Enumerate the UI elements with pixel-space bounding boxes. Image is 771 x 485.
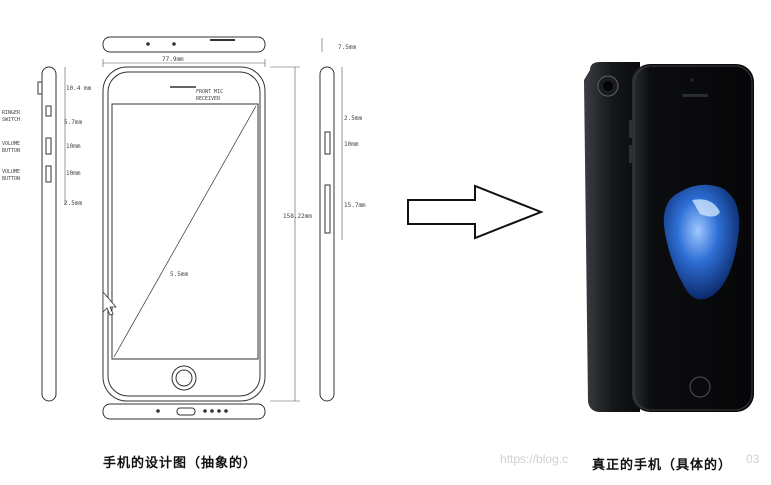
left-dim-4: 10mm: [66, 170, 81, 177]
ringer-label-2: SWITCH: [2, 117, 20, 123]
watermark: https://blog.c: [500, 452, 568, 466]
blueprint-front-view: [102, 66, 266, 402]
left-dim-3: 10mm: [66, 143, 81, 150]
blueprint-right-side-view: [319, 66, 335, 402]
right-dims: 2.5mm 10mm 15.7mm: [341, 67, 366, 240]
watermark-text: https://blog.c: [500, 452, 569, 466]
screen-diag-label: 5.5mm: [170, 271, 188, 278]
volume-down-label-2: BUTTON: [2, 176, 20, 182]
ringer-label: RINGER: [2, 110, 21, 116]
mouse-cursor-icon: [102, 290, 117, 316]
volume-label: VOLUME: [2, 141, 20, 147]
right-dim-2: 10mm: [344, 141, 359, 148]
width-label: 77.9mm: [162, 56, 184, 63]
height-dim: 158.22mm: [270, 66, 312, 402]
watermark-tail: 03: [746, 452, 760, 466]
left-dim-1: 10.4 mm: [66, 85, 92, 92]
volume-down-label: VOLUME: [2, 169, 20, 175]
blueprint-top-view: [102, 36, 266, 53]
receiver-label: RECEIVER: [196, 96, 221, 102]
right-dim-3: 15.7mm: [344, 202, 366, 209]
front-mic-label: FRONT MIC: [196, 89, 223, 95]
volume-label-2: BUTTON: [2, 148, 20, 154]
left-dim-2: 5.7mm: [64, 119, 82, 126]
blueprint-bottom-view: [102, 403, 266, 420]
top-width-label: 7.5mm: [338, 44, 356, 51]
width-dim: 77.9mm: [102, 56, 266, 67]
right-caption: 真正的手机（具体的）: [592, 458, 733, 473]
top-width-dim: 7.5mm: [321, 38, 356, 52]
right-dim-1: 2.5mm: [344, 115, 362, 122]
left-dim-5: 2.5mm: [64, 200, 82, 207]
right-arrow-icon: [407, 184, 544, 240]
left-caption: 手机的设计图（抽象的）: [103, 456, 258, 471]
height-label: 158.22mm: [283, 213, 312, 220]
left-dims: 10.4 mm 5.7mm 10mm 10mm 2.5mm RINGER SWI…: [2, 67, 92, 207]
blueprint-left-side-view: [37, 66, 57, 402]
real-phone-image: [584, 62, 754, 412]
